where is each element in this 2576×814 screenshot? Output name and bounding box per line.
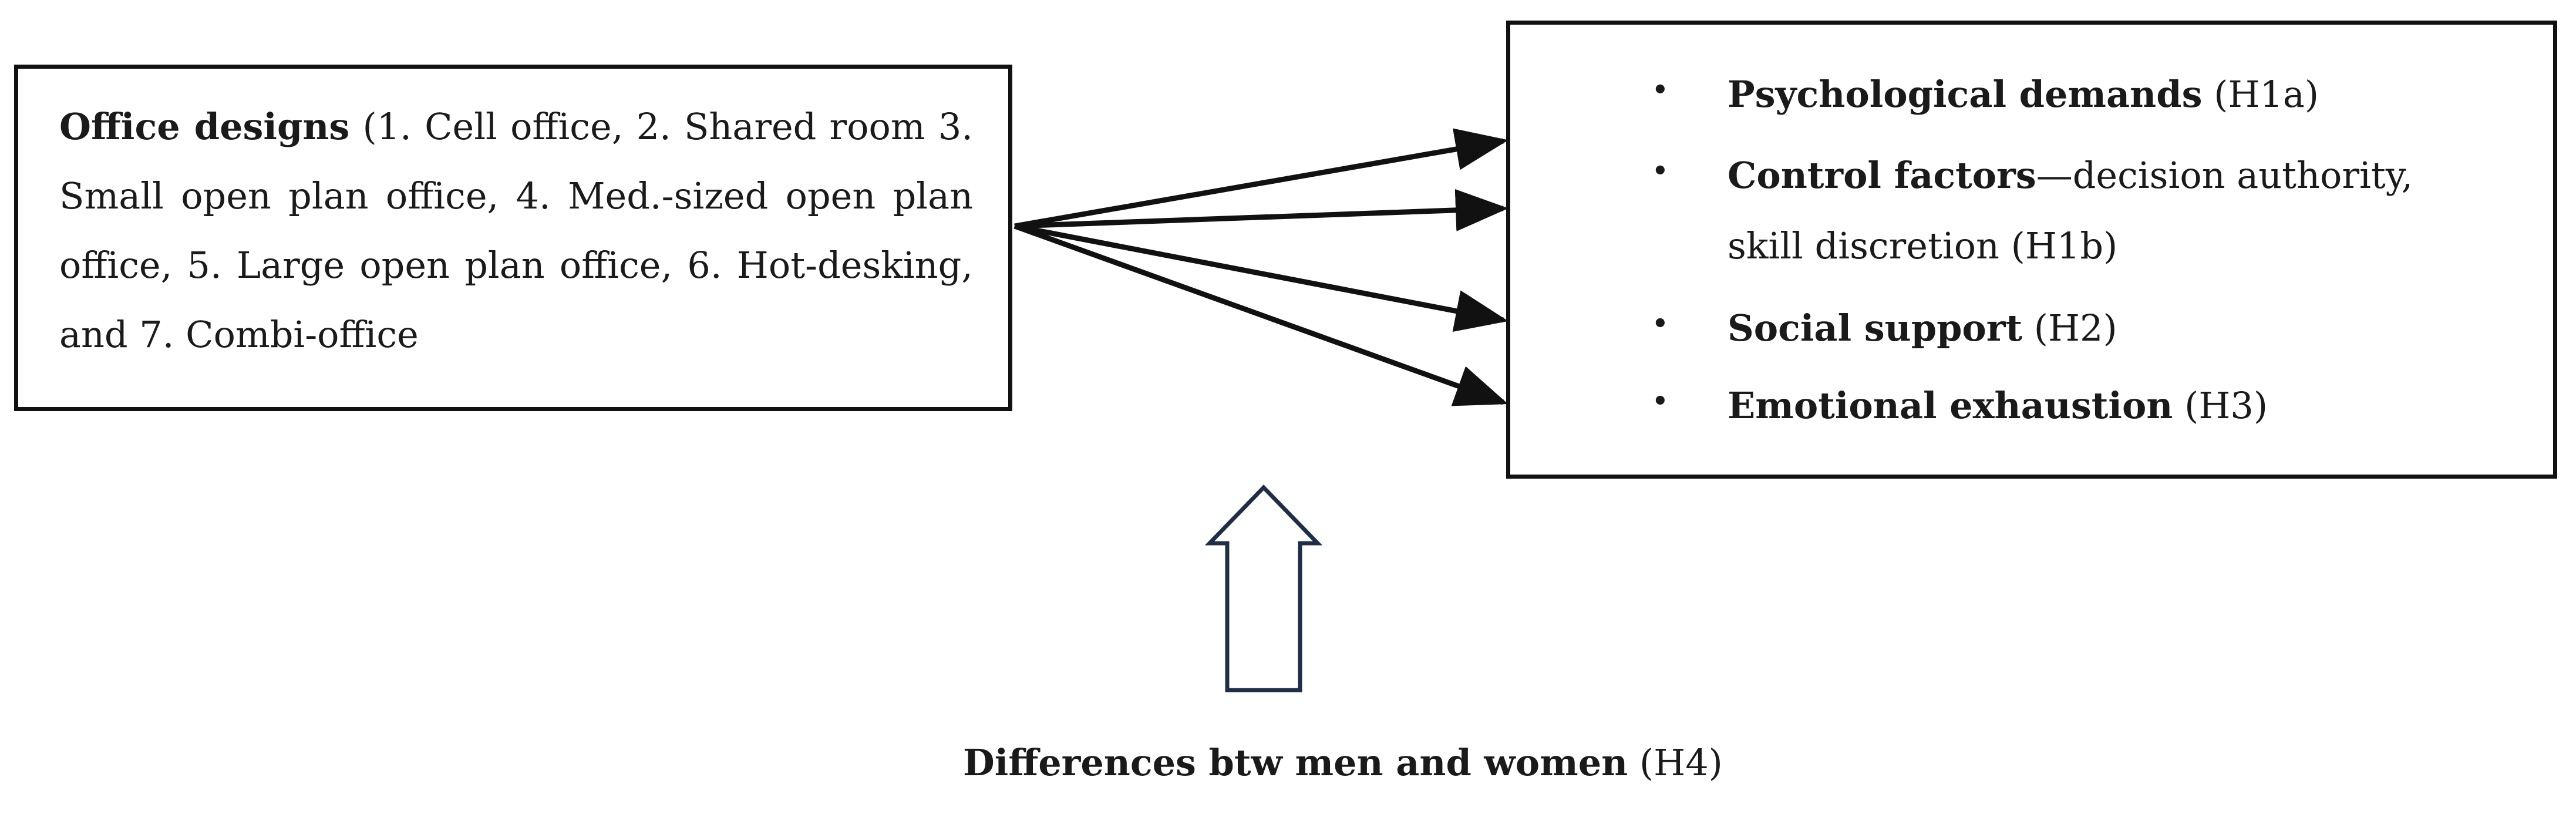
outcome-hypothesis: (H3) xyxy=(2173,384,2268,427)
arrow-to-social-support xyxy=(1014,223,1508,332)
bullet-icon: • xyxy=(1651,307,1669,342)
outcomes-box: • Psychological demands (H1a) • Control … xyxy=(1506,21,2557,479)
moderator-up-arrow xyxy=(1204,484,1323,692)
arrow-to-control-factors xyxy=(1014,189,1508,231)
outcome-detail-continued: skill discretion (H1b) xyxy=(1728,224,2118,267)
arrow-to-psychological-demands xyxy=(1014,128,1508,229)
arrow-to-emotional-exhaustion xyxy=(1013,223,1508,406)
bullet-icon: • xyxy=(1651,154,1669,189)
bullet-icon: • xyxy=(1651,384,1669,419)
outcome-label: Control factors xyxy=(1728,154,2036,197)
office-designs-heading: Office designs xyxy=(59,105,350,148)
office-designs-box: Office designs (1. Cell office, 2. Share… xyxy=(14,65,1012,411)
office-designs-text: Office designs (1. Cell office, 2. Share… xyxy=(59,92,973,369)
outcome-label: Social support xyxy=(1728,307,2023,349)
outcome-label: Emotional exhaustion xyxy=(1728,384,2173,427)
moderator-label-bold: Differences btw men and women xyxy=(963,741,1628,784)
outcome-hypothesis: (H1a) xyxy=(2202,73,2319,116)
bullet-icon: • xyxy=(1651,73,1669,108)
office-designs-list: (1. Cell office, 2. Shared room 3. Small… xyxy=(59,105,973,356)
outcome-detail: —decision authority, xyxy=(2036,154,2413,197)
moderator-label: Differences btw men and women (H4) xyxy=(963,741,1723,784)
outcome-label: Psychological demands xyxy=(1728,73,2203,116)
outcome-hypothesis: (H2) xyxy=(2022,307,2117,349)
moderator-hypothesis: (H4) xyxy=(1628,741,1723,784)
